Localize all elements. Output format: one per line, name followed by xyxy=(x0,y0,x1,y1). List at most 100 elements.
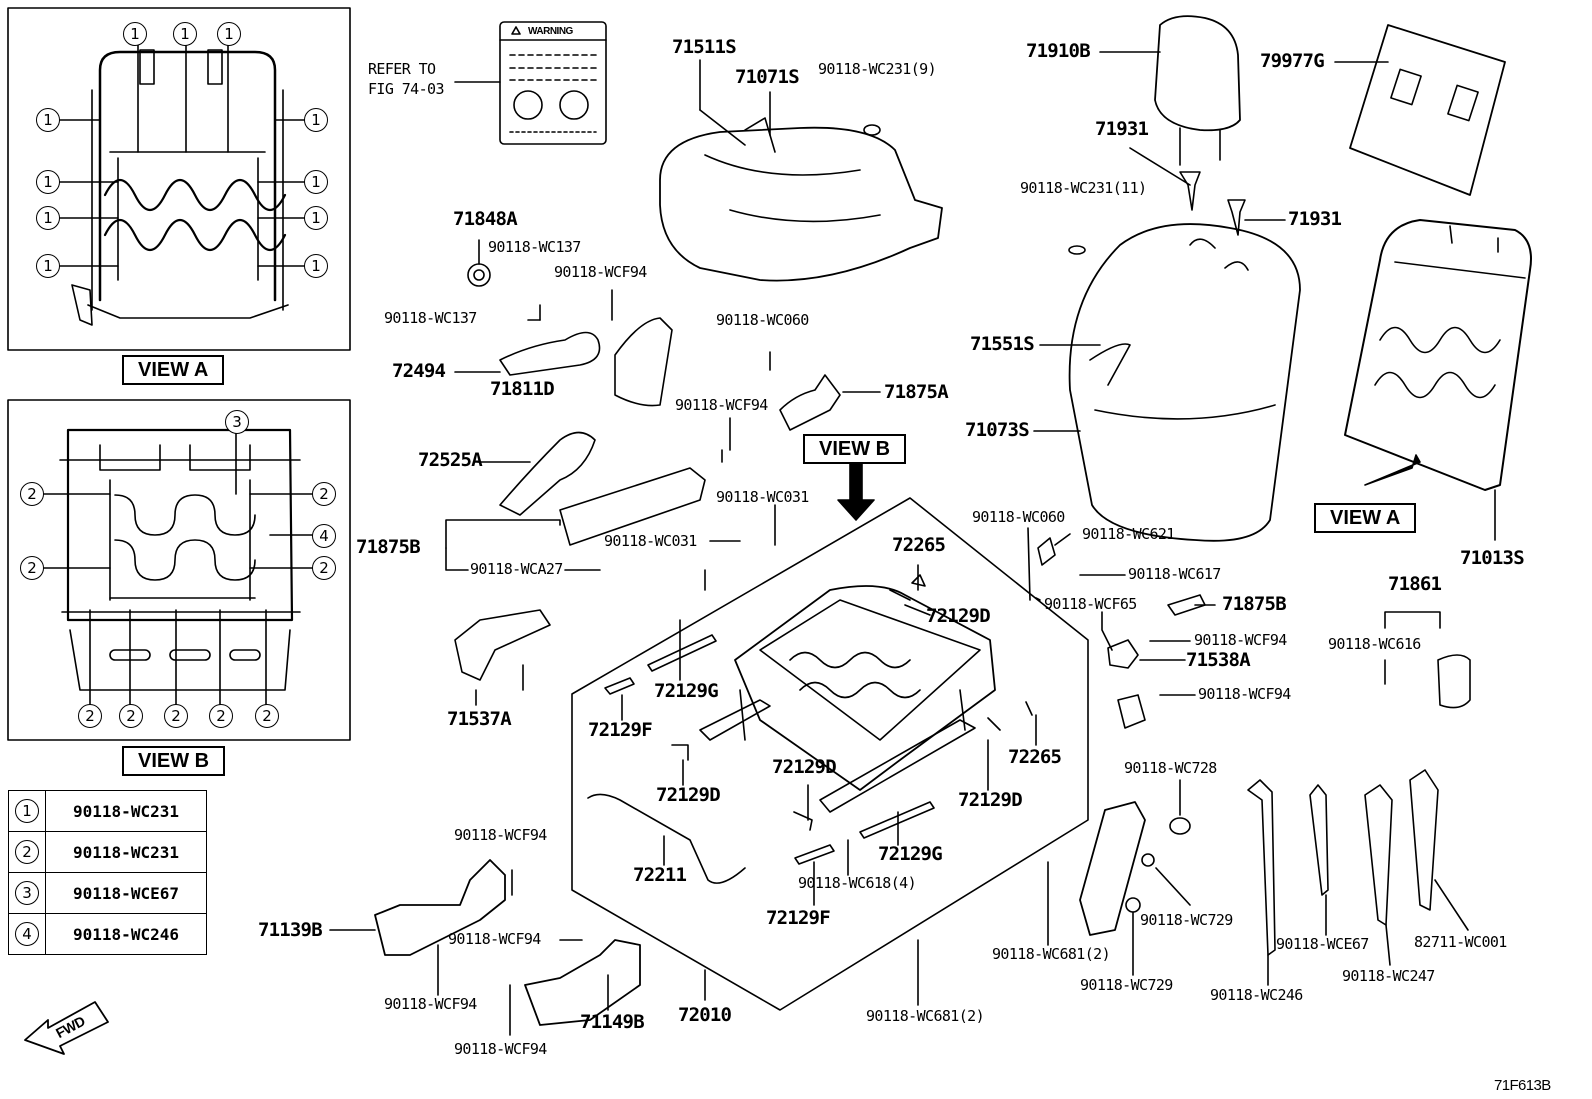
view-a-marker: 1 xyxy=(123,22,147,46)
view-b-frame-box xyxy=(7,399,351,741)
part-label[interactable]: 71537A xyxy=(447,708,512,730)
part-label[interactable]: 72129D xyxy=(926,605,991,627)
part-label[interactable]: 90118-WC729 xyxy=(1080,976,1173,994)
part-label[interactable]: 90118-WC060 xyxy=(716,311,809,329)
part-label[interactable]: 71013S xyxy=(1460,547,1525,569)
part-label[interactable]: 72010 xyxy=(678,1004,732,1026)
part-label[interactable]: 90118-WCF94 xyxy=(1194,631,1287,649)
part-label[interactable]: 71875B xyxy=(1222,593,1287,615)
part-label[interactable]: 72129D xyxy=(656,784,721,806)
lower-brackets-drawing xyxy=(374,859,641,1026)
view-b-marker: 2 xyxy=(78,704,102,728)
part-label[interactable]: 90118-WCF94 xyxy=(454,1040,547,1058)
part-label[interactable]: 71811D xyxy=(490,378,555,400)
part-label[interactable]: 72129G xyxy=(654,680,719,702)
view-b-marker: 2 xyxy=(119,704,143,728)
part-label[interactable]: 71910B xyxy=(1026,40,1091,62)
part-label[interactable]: 90118-WCE67 xyxy=(1276,935,1369,953)
part-label[interactable]: 90118-WCF94 xyxy=(448,930,541,948)
part-label[interactable]: 71511S xyxy=(672,36,737,58)
part-label[interactable]: 71538A xyxy=(1186,649,1251,671)
view-a-marker: 1 xyxy=(173,22,197,46)
part-label[interactable]: 72265 xyxy=(1008,746,1062,768)
legend-table: 1 90118-WC231 2 90118-WC231 3 90118-WCE6… xyxy=(8,790,207,955)
part-label[interactable]: 72265 xyxy=(892,534,946,556)
view-b-marker: 2 xyxy=(209,704,233,728)
view-b-marker: 2 xyxy=(20,556,44,580)
part-label[interactable]: 90118-WC728 xyxy=(1124,759,1217,777)
view-a-marker: 1 xyxy=(36,254,60,278)
part-label[interactable]: 90118-WC247 xyxy=(1342,967,1435,985)
part-label[interactable]: 90118-WCF94 xyxy=(675,396,768,414)
part-label[interactable]: 72129F xyxy=(766,907,831,929)
part-label[interactable]: 90118-WC031 xyxy=(716,488,809,506)
view-b-seat-frame-drawing xyxy=(43,428,313,705)
part-label[interactable]: 71931 xyxy=(1095,118,1149,140)
part-label[interactable]: 71139B xyxy=(258,919,323,941)
part-label[interactable]: 82711-WC001 xyxy=(1414,933,1507,951)
seat-track-group-outline xyxy=(571,497,1089,1011)
part-label[interactable]: 72129F xyxy=(588,719,653,741)
part-label[interactable]: 90118-WCF94 xyxy=(1198,685,1291,703)
part-label[interactable]: 79977G xyxy=(1260,50,1325,72)
seatback-cover-drawing xyxy=(1068,223,1301,542)
part-label[interactable]: 71071S xyxy=(735,66,800,88)
part-label[interactable]: 90118-WCF94 xyxy=(554,263,647,281)
79977g-pad-drawing xyxy=(1349,24,1506,196)
part-label[interactable]: 71149B xyxy=(580,1011,645,1033)
part-label[interactable]: 72494 xyxy=(392,360,446,382)
right-small-parts-drawing xyxy=(1027,527,1471,956)
fwd-arrow-icon xyxy=(24,1001,109,1055)
part-label[interactable]: 72129D xyxy=(958,789,1023,811)
part-label[interactable]: 72129D xyxy=(772,756,837,778)
legend-part[interactable]: 90118-WCE67 xyxy=(45,872,207,914)
part-label[interactable]: 90118-WC137 xyxy=(384,309,477,327)
warning-label-drawing xyxy=(499,21,607,145)
seat-cushion-drawing xyxy=(659,117,943,282)
part-label[interactable]: 71931 xyxy=(1288,208,1342,230)
view-a-marker: 1 xyxy=(36,108,60,132)
part-label[interactable]: 90118-WC618(4) xyxy=(798,874,917,892)
part-label[interactable]: 71073S xyxy=(965,419,1030,441)
legend-part[interactable]: 90118-WC246 xyxy=(45,913,207,955)
part-label[interactable]: 72211 xyxy=(633,864,687,886)
view-a-marker: 1 xyxy=(36,206,60,230)
part-label[interactable]: 90118-WC616 xyxy=(1328,635,1421,653)
view-b-marker: 2 xyxy=(164,704,188,728)
part-label[interactable]: 90118-WC060 xyxy=(972,508,1065,526)
part-label[interactable]: 90118-WC231(9) xyxy=(818,60,937,78)
part-label[interactable]: 90118-WCF65 xyxy=(1044,595,1137,613)
view-a-title: VIEW A xyxy=(122,355,225,385)
part-label[interactable]: 90118-WC681(2) xyxy=(992,945,1111,963)
part-label[interactable]: 90118-WC246 xyxy=(1210,986,1303,1004)
seatback-frame-right-drawing xyxy=(1344,219,1532,491)
part-label[interactable]: 90118-WC729 xyxy=(1140,911,1233,929)
part-label[interactable]: 71551S xyxy=(970,333,1035,355)
part-label[interactable]: 90118-WC137 xyxy=(488,238,581,256)
legend-part[interactable]: 90118-WC231 xyxy=(45,831,207,873)
legend-key: 2 xyxy=(15,840,39,864)
part-label[interactable]: 72525A xyxy=(418,449,483,471)
view-a-marker: 1 xyxy=(217,22,241,46)
refer-to-figure-link[interactable]: FIG 74-03 xyxy=(368,80,444,98)
part-label[interactable]: 71861 xyxy=(1388,573,1442,595)
view-a-frame-box xyxy=(7,7,351,351)
part-label[interactable]: 90118-WCA27 xyxy=(470,560,563,578)
rails-drawing xyxy=(587,574,1033,884)
view-b-marker: 2 xyxy=(312,482,336,506)
part-label[interactable]: 71875B xyxy=(356,536,421,558)
legend-key: 1 xyxy=(15,799,39,823)
headrest-drawing xyxy=(1154,15,1241,166)
view-a-marker: 1 xyxy=(36,170,60,194)
part-label[interactable]: 90118-WCF94 xyxy=(384,995,477,1013)
part-label[interactable]: 90118-WC031 xyxy=(604,532,697,550)
part-label[interactable]: 90118-WC617 xyxy=(1128,565,1221,583)
part-label[interactable]: 90118-WCF94 xyxy=(454,826,547,844)
part-label[interactable]: 90118-WC231(11) xyxy=(1020,179,1147,197)
part-label[interactable]: 71875A xyxy=(884,381,949,403)
part-label[interactable]: 90118-WC621 xyxy=(1082,525,1175,543)
part-label[interactable]: 72129G xyxy=(878,843,943,865)
part-label[interactable]: 71848A xyxy=(453,208,518,230)
part-label[interactable]: 90118-WC681(2) xyxy=(866,1007,985,1025)
legend-part[interactable]: 90118-WC231 xyxy=(45,790,207,832)
